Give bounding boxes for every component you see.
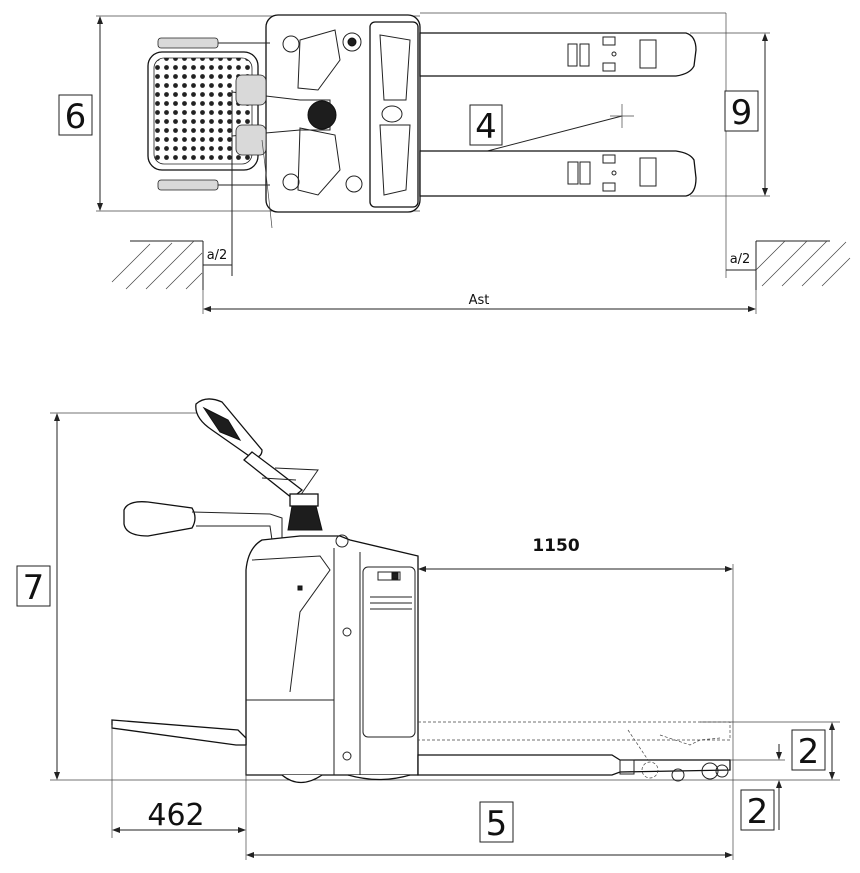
label-clearance-left: a/2 (207, 248, 228, 263)
side-view (50, 398, 840, 860)
label-turning-radius: 4 (475, 107, 497, 147)
label-fork-height: 2 (798, 732, 820, 772)
label-turning-radius-box: 4 (469, 104, 503, 147)
label-fork-spread: 9 (731, 93, 753, 133)
label-aisle-width: Ast (469, 293, 490, 308)
wall-right (755, 240, 851, 290)
label-fork-height-box: 2 (791, 729, 826, 772)
label-ground-clearance: 2 (747, 792, 769, 832)
wall-left (111, 240, 204, 290)
label-width-box: 6 (58, 94, 93, 137)
top-view (96, 12, 851, 314)
label-ground-clearance-box: 2 (740, 789, 775, 832)
label-height: 7 (23, 568, 45, 608)
label-platform-length: 462 (147, 798, 204, 833)
label-height-box: 7 (16, 565, 51, 608)
label-width: 6 (65, 97, 87, 137)
label-length-box: 5 (479, 801, 514, 844)
label-fork-spread-box: 9 (724, 90, 759, 133)
label-length: 5 (486, 804, 508, 844)
label-clearance-right: a/2 (730, 252, 751, 267)
label-fork-length: 1150 (532, 536, 579, 556)
